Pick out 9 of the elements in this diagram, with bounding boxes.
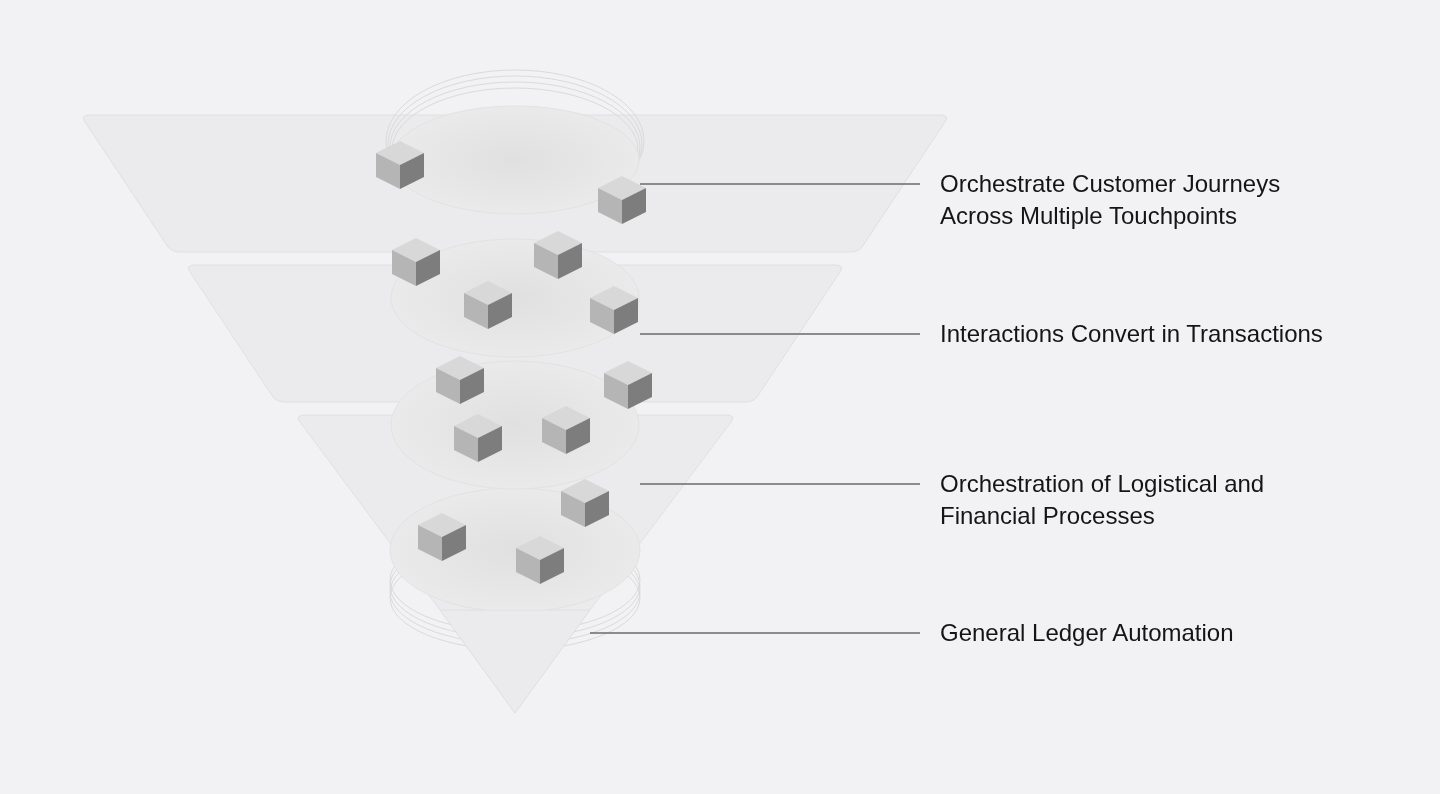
funnel-tip: [440, 610, 590, 713]
funnel-stage-label: General Ledger Automation: [920, 617, 1350, 649]
funnel-stage-label: Orchestrate Customer Journeys Across Multiple Touchpoints: [920, 168, 1350, 232]
funnel-stage-label: Orchestration of Logistical and Financial Processes: [920, 468, 1350, 532]
leader-line: [639, 183, 921, 185]
leader-line: [639, 483, 921, 485]
leader-line: [639, 333, 921, 335]
funnel-stage-label: Interactions Convert in Transactions: [920, 318, 1350, 350]
leader-line: [589, 632, 921, 634]
